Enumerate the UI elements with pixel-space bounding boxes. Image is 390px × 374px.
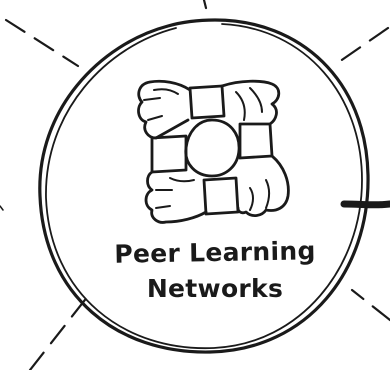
sleeve-right xyxy=(238,122,274,160)
connector-bottom-right xyxy=(350,288,390,322)
connector-top-left xyxy=(4,18,80,68)
node-circle xyxy=(38,18,370,354)
connector-bottom-left xyxy=(28,294,90,372)
sleeve-top xyxy=(188,84,226,120)
central-ring xyxy=(184,118,241,178)
hand-top-right xyxy=(220,79,281,126)
solid-connector-right xyxy=(340,200,390,209)
node-title-line-1: Peer Learning xyxy=(114,236,316,269)
dashed-connectors xyxy=(4,0,390,372)
four-hands-holding-wrists-icon xyxy=(137,79,290,224)
sleeve-left xyxy=(150,134,188,174)
node-title-line-2: Networks xyxy=(146,274,284,303)
hand-bottom-right xyxy=(236,154,290,217)
connector-top-right xyxy=(334,26,390,66)
hand-bottom-left xyxy=(144,170,208,224)
sleeve-bottom xyxy=(202,176,240,216)
edge-tick-left xyxy=(0,205,4,211)
connector-top-stub xyxy=(202,0,208,10)
hand-top-left xyxy=(137,79,192,140)
